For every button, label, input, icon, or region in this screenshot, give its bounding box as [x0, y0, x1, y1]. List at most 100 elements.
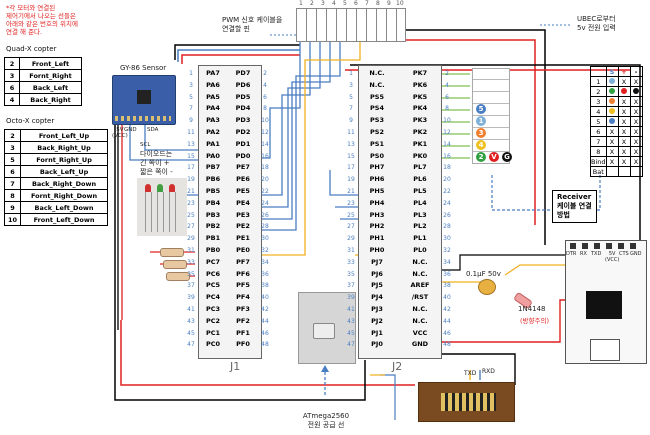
pin-number: 2	[310, 0, 314, 7]
pin-number: 12	[261, 129, 269, 136]
pin-number: 41	[187, 306, 195, 313]
pin-number: 2	[445, 70, 449, 77]
table-cell: X	[617, 156, 631, 167]
pin-label: PL3	[413, 210, 427, 219]
pin-number: 13	[347, 140, 355, 148]
pin-label: PE3	[236, 210, 250, 219]
pin-number: 46	[261, 329, 269, 337]
pin-number: 26	[261, 211, 269, 219]
row-label: 2	[590, 86, 607, 97]
pin-number: 45	[187, 329, 195, 337]
pin-label: PF6	[236, 269, 250, 278]
plug-connector-icon	[313, 323, 335, 339]
pin-label: PJ7	[371, 257, 383, 266]
table-cell: X	[617, 136, 631, 147]
signal-dot-icon	[605, 76, 619, 87]
pin-number: 3	[189, 81, 193, 89]
pin-number: 44	[261, 317, 269, 325]
capacitor-label: 0.1μF 50v	[466, 270, 501, 278]
motor-name: Front_Left	[19, 57, 82, 70]
pin-number: 22	[443, 188, 451, 195]
note-line: 5v 전원 입력	[577, 24, 616, 32]
note-line: 전원 공급 선	[307, 421, 345, 429]
note-line: 케이블 연결	[557, 202, 592, 210]
signal-dot-icon	[605, 86, 619, 97]
pin-label: PF5	[236, 281, 250, 290]
pin-number: 11	[347, 129, 355, 136]
pin-label: PK2	[412, 128, 428, 136]
table-cell: X	[629, 106, 643, 117]
pin-label: PE4	[236, 198, 250, 207]
pin-label: PS1	[370, 139, 384, 148]
pin-number: 31	[347, 247, 355, 254]
pin-label: 5V	[116, 127, 124, 133]
resistor-icon	[163, 260, 187, 269]
ftdi-chip	[586, 291, 622, 319]
pin-number: 33	[347, 258, 355, 266]
pin-number: 1	[299, 0, 303, 7]
pin-label: PA2	[206, 128, 220, 136]
pin-label: PH7	[369, 163, 385, 172]
pin-label: AREF	[410, 281, 430, 290]
pin-number: 6	[263, 93, 267, 101]
motor-number: 6	[3, 165, 22, 178]
row-label: Bat	[590, 166, 607, 177]
pin-number: 28	[443, 223, 451, 231]
pin-number: 9	[349, 117, 353, 125]
red-led-icon	[169, 184, 175, 192]
motor-number: 8	[3, 189, 22, 202]
pin-number: 10	[396, 0, 404, 7]
motor-number: 3	[4, 69, 20, 82]
pin-label: PS3	[370, 116, 384, 125]
pin-number: 6	[445, 93, 449, 101]
pin-label: PK6	[412, 80, 428, 89]
pin-number: 34	[261, 258, 269, 266]
diode-direction-note: (방향주의)	[520, 317, 549, 325]
pin-number: 27	[347, 223, 355, 231]
pin-number: 15	[347, 152, 355, 160]
pin-number: 25	[187, 211, 195, 219]
note-line: 긴 쪽이 +	[140, 159, 170, 167]
red-led-icon	[145, 184, 151, 192]
motor-name: Back_Right_Up	[20, 141, 109, 154]
pin-number: 4	[263, 81, 267, 89]
table-cell: X	[617, 106, 631, 117]
pin-number: 7	[349, 105, 353, 113]
pin-number: 8	[263, 105, 267, 113]
note-line: 제어기에서 나오는 선들은	[6, 12, 76, 20]
pin-label: PF1	[236, 328, 250, 337]
pin-number: 5	[349, 93, 353, 101]
pin-number: 43	[187, 317, 195, 325]
note-line: 짧은 쪽이 -	[140, 168, 173, 176]
pin-label: PD2	[235, 128, 251, 136]
quad-title: Quad-X copter	[6, 45, 57, 53]
pin-number: 4	[332, 0, 336, 7]
pin-label: (VCC)	[112, 133, 128, 139]
pin-label: PB1	[205, 234, 221, 243]
pin-label: N.C.	[369, 80, 385, 89]
pin-number: 10	[443, 117, 451, 125]
row-label: 3	[590, 96, 607, 107]
pin-label: PC4	[205, 293, 221, 302]
ftdi-pin-cts: CTS	[619, 251, 629, 257]
pin-label: PA1	[206, 139, 220, 148]
note-line: 아래와 같은 번호의 위치에	[6, 20, 78, 28]
pin-number: 42	[261, 306, 269, 313]
pin-number: 30	[443, 235, 451, 243]
pin-label: PD4	[235, 104, 251, 113]
pin-label: PD1	[235, 139, 251, 148]
pwm-header-connector	[296, 8, 406, 42]
pin-number: 14	[261, 140, 269, 148]
pin-number: 25	[347, 211, 355, 219]
pin-number: 38	[261, 282, 269, 290]
channel-3-icon: 3	[476, 128, 486, 138]
column-header: +	[617, 66, 631, 77]
pin-number: 8	[376, 0, 380, 7]
motor-number: 2	[3, 129, 22, 142]
pin-label: PD0	[235, 151, 251, 160]
